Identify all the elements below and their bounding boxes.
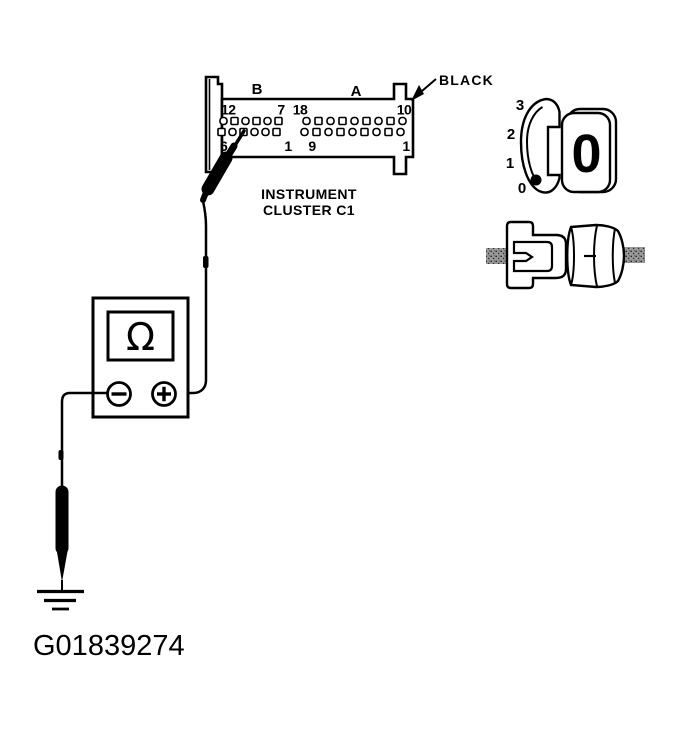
ohmmeter-display xyxy=(106,310,175,362)
negative-test-probe xyxy=(55,485,69,582)
dial-position-1: 1 xyxy=(506,155,514,172)
connector-pin xyxy=(250,127,259,137)
positive-test-probe xyxy=(200,129,246,203)
probe-tip xyxy=(56,546,69,582)
negative-lead-wire xyxy=(60,391,108,489)
connector-pin xyxy=(362,116,371,126)
dimmer-dial: 3 2 1 0 0 xyxy=(506,97,618,197)
connector-pin xyxy=(338,116,347,126)
connector-pin xyxy=(326,116,335,126)
dial-indicator-dot xyxy=(530,174,542,186)
connector-pin xyxy=(374,116,383,126)
ohmmeter: Ω xyxy=(91,296,190,419)
connector-pin xyxy=(263,116,272,126)
dial-position-3: 3 xyxy=(516,97,524,114)
positive-terminal xyxy=(151,381,177,407)
positive-lead-wire xyxy=(176,200,208,395)
black-arrow-head-icon xyxy=(411,85,424,101)
black-label: BLACK xyxy=(439,72,494,88)
probe-boot xyxy=(200,187,210,203)
socket-seam xyxy=(611,228,616,284)
wire-stub-right xyxy=(624,247,645,263)
connector-section-b-label: B xyxy=(252,81,263,98)
pin-number-12: 12 xyxy=(221,102,236,118)
probe-handle xyxy=(201,151,233,196)
connector-pin xyxy=(302,116,311,126)
caption-line2: CLUSTER C1 xyxy=(263,202,355,218)
connector-pin xyxy=(336,127,345,137)
bulb-socket-connector xyxy=(486,220,645,290)
connector-pin xyxy=(386,116,395,126)
dial-knob-face xyxy=(560,111,612,194)
positive-lead-splice-mark xyxy=(203,256,209,268)
negative-lead-splice-mark xyxy=(58,450,64,460)
connector-pin xyxy=(261,127,270,137)
connector-pin xyxy=(241,116,250,126)
connector-pin xyxy=(312,127,321,137)
connector-pin xyxy=(350,116,359,126)
connector-pin xyxy=(252,116,261,126)
connector-pin xyxy=(398,116,407,126)
connector-pin xyxy=(396,127,405,137)
connector-pin xyxy=(274,116,283,126)
dial-knob-face-label: 0 xyxy=(571,124,601,184)
ground-symbol-icon xyxy=(37,589,84,611)
pin-number-9: 9 xyxy=(308,138,316,154)
connector-pin xyxy=(348,127,357,137)
pin-number-10: 10 xyxy=(397,102,412,118)
connector-pin xyxy=(300,127,309,137)
pin-number-6: 6 xyxy=(220,138,228,154)
dial-position-0: 0 xyxy=(518,180,526,197)
socket-rim xyxy=(570,226,575,286)
black-arrow-line xyxy=(421,78,437,92)
instrument-cluster-connector: B A 12 7 18 10 6 1 9 1 xyxy=(204,75,415,176)
plug-terminal-slot xyxy=(512,240,554,273)
connector-pin xyxy=(314,116,323,126)
pin-number-1a: 1 xyxy=(402,138,410,154)
connector-pin xyxy=(272,127,281,137)
connector-pin xyxy=(228,127,237,137)
pin-number-7: 7 xyxy=(277,102,285,118)
omega-symbol: Ω xyxy=(126,315,155,359)
pin-number-1b: 1 xyxy=(284,138,292,154)
connector-pin xyxy=(372,127,381,137)
dial-knob-inner-edge xyxy=(525,106,544,185)
connector-section-a-label: A xyxy=(351,83,362,100)
dial-position-2: 2 xyxy=(507,126,515,143)
connector-pin xyxy=(230,116,239,126)
connector-pin xyxy=(324,127,333,137)
negative-terminal xyxy=(106,381,132,407)
connector-pin xyxy=(384,127,393,137)
connector-pin xyxy=(217,127,226,137)
caption-line1: INSTRUMENT xyxy=(261,186,357,202)
figure-id: G01839274 xyxy=(33,630,185,662)
connector-caption: INSTRUMENT CLUSTER C1 xyxy=(261,186,357,218)
connector-pin xyxy=(219,116,228,126)
connector-pin xyxy=(360,127,369,137)
wire-stub-left xyxy=(486,248,507,264)
black-callout: BLACK xyxy=(411,72,494,101)
pin-number-18: 18 xyxy=(293,102,308,118)
